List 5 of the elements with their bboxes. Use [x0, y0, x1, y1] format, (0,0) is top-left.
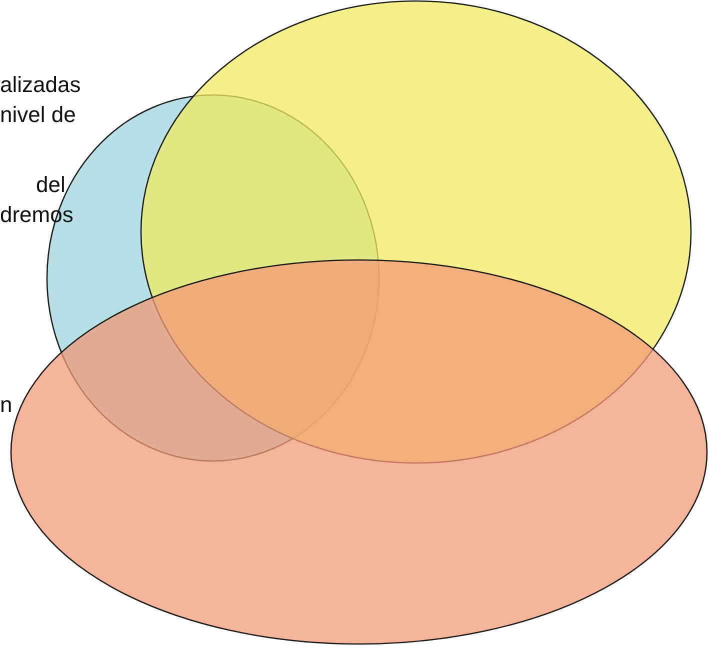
text-fragment: del [36, 172, 66, 198]
venn-ellipse [10, 259, 708, 645]
text-fragment: alizadas [0, 72, 81, 98]
text-fragment: nivel de [0, 102, 76, 128]
text-fragment: n [0, 392, 12, 418]
